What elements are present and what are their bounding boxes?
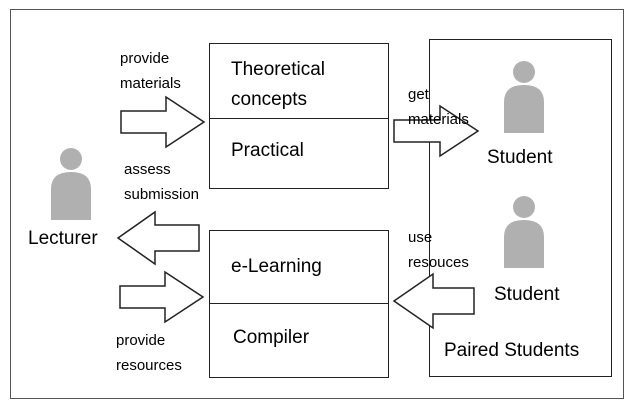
- paired-students-label: Paired Students: [444, 340, 580, 361]
- student-2-icon: [504, 196, 544, 268]
- provide-materials-line1: provide: [120, 50, 170, 67]
- theoretical-concepts-line2: concepts: [231, 89, 308, 110]
- e-learning-label: e-Learning: [231, 256, 322, 277]
- compiler-label: Compiler: [233, 327, 310, 348]
- lecturer-label: Lecturer: [28, 228, 98, 249]
- use-resources-line1: use: [408, 229, 433, 246]
- assess-submission-line2: submission: [124, 186, 200, 203]
- use-resources-line2: resouces: [408, 254, 469, 271]
- resources-box: [209, 230, 389, 378]
- materials-box-divider: [210, 118, 388, 119]
- theoretical-concepts-line1: Theoretical: [231, 59, 325, 80]
- student-2-label: Student: [494, 284, 560, 305]
- assess-submission-line1: assess: [124, 161, 171, 178]
- provide-resources-line2: resources: [116, 357, 182, 374]
- diagram-frame: [10, 9, 624, 399]
- lecturer-icon: [51, 148, 91, 220]
- get-materials-line2: materials: [408, 111, 469, 128]
- student-1-label: Student: [487, 147, 553, 168]
- assess-submission-arrow: [116, 210, 200, 266]
- get-materials-arrow: [393, 104, 480, 158]
- provide-resources-line1: provide: [116, 332, 166, 349]
- provide-materials-arrow: [120, 95, 206, 149]
- resources-box-divider: [210, 303, 388, 304]
- get-materials-line1: get: [408, 86, 429, 103]
- student-1-icon: [504, 61, 544, 133]
- practical-label: Practical: [231, 140, 304, 161]
- provide-resources-arrow: [119, 270, 205, 324]
- materials-box: [209, 43, 389, 189]
- provide-materials-line2: materials: [120, 75, 181, 92]
- use-resources-arrow: [392, 272, 475, 330]
